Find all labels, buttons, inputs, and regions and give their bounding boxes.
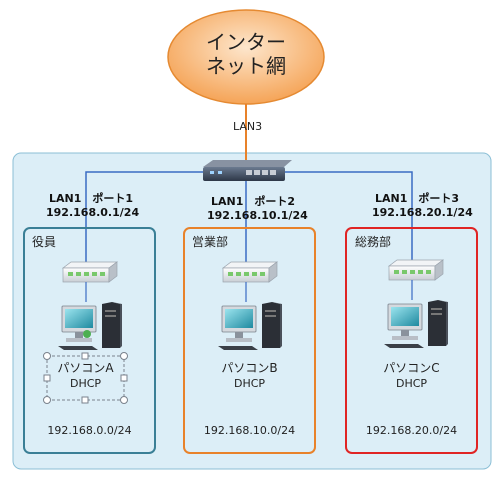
switch-hub-icon-3 [387,259,445,281]
wan-port-label: LAN3 [233,120,263,133]
link-to-zone-3 [278,171,413,262]
gateway-label-1: 192.168.0.1/24 [46,206,140,219]
subnet-label-1: 192.168.0.0/24 [47,424,132,437]
router-icon [203,160,292,181]
port-label-3: LAN1 ポート3 [375,192,460,205]
pc-name-1: パソコンA [57,361,114,375]
dhcp-label-3: DHCP [395,377,428,390]
subnet-label-3: 192.168.20.0/24 [365,424,458,437]
zone-box-2 [183,227,316,454]
pc-icon-1 [58,302,122,350]
dhcp-label-1: DHCP [69,377,102,390]
zone-box-1 [23,227,156,454]
switch-hub-icon-2 [221,261,279,283]
subnet-label-2: 192.168.10.0/24 [203,424,296,437]
pc-icon-2 [218,302,282,350]
cloud-label-line-2: ネット網 [206,54,286,78]
zone-name-3: 総務部 [355,235,392,249]
cloud-label-line-1: インター [206,30,286,54]
zone-name-2: 営業部 [192,235,229,249]
selection-frame [43,352,128,404]
zone-name-1: 役員 [32,235,57,249]
pc-name-2: パソコンB [221,361,278,375]
internet-cloud-label: インター ネット網 [168,30,324,78]
link-to-zone-1 [85,171,215,265]
pc-name-3: パソコンC [383,361,440,375]
pc-icon-3 [384,300,448,348]
zone-box-3 [345,227,478,454]
switch-hub-icon-1 [61,261,119,283]
port-label-2: LAN1 ポート2 [211,195,296,208]
port-label-1: LAN1 ポート1 [49,192,134,205]
dhcp-label-2: DHCP [233,377,266,390]
gateway-label-2: 192.168.10.1/24 [207,209,308,222]
gateway-label-3: 192.168.20.1/24 [372,206,473,219]
